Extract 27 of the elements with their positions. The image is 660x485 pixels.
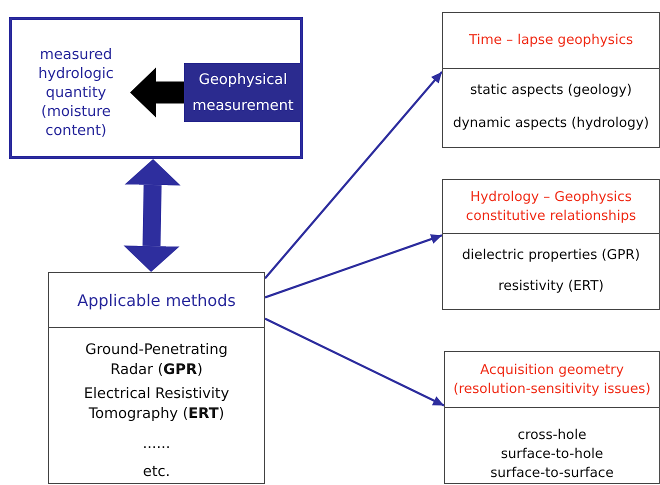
- arrow: [264, 71, 443, 280]
- table-heading: Time – lapse geophysics: [468, 31, 634, 50]
- item-text: dynamic aspects (hydrology): [452, 114, 650, 133]
- table-heading: Hydrology – Geophysics constitutive relationships: [464, 188, 638, 226]
- topic-table: [48, 272, 265, 484]
- table-heading: Acquisition geometry (resolution-sensitivity issues): [452, 360, 652, 398]
- block-arrow: [130, 68, 184, 118]
- item-text: cross-hole: [516, 426, 588, 445]
- topic-table: [442, 12, 660, 148]
- item-text: etc.: [142, 463, 172, 482]
- arrow: [264, 234, 442, 298]
- item-text: ......: [142, 435, 172, 454]
- item-text: dielectric properties (GPR): [460, 246, 642, 265]
- item-text: resistivity (ERT): [497, 277, 605, 296]
- item-text: Ground-Penetrating Radar (GPR): [84, 341, 229, 380]
- table-heading: Applicable methods: [76, 290, 237, 310]
- block-arrow: [124, 159, 181, 272]
- group-frame: [9, 17, 303, 159]
- item-text: Electrical Resistivity Tomography (ERT): [82, 385, 230, 424]
- arrow: [264, 318, 444, 407]
- item-text: static aspects (geology): [469, 81, 633, 100]
- item-text: surface-to-surface: [489, 464, 615, 483]
- topic-table: [444, 351, 660, 484]
- quantity-text: measured hydrologic quantity (moisture content): [22, 46, 130, 142]
- topic-table: [442, 179, 660, 310]
- measurement-box: Geophysical measurement: [184, 63, 302, 122]
- item-text: surface-to-hole: [500, 445, 604, 464]
